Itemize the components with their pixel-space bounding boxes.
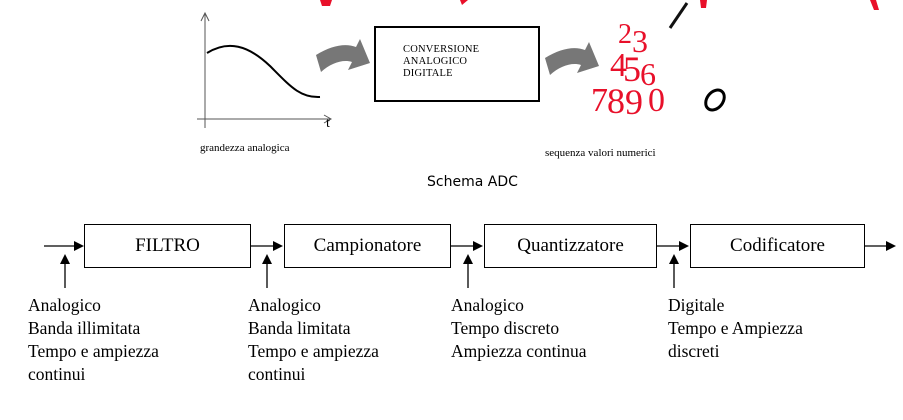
stage-quantizzatore: Quantizzatore: [484, 224, 657, 268]
desc-line: Analogico: [248, 295, 321, 315]
digits-art: 2 3 4 5 6 7 8 9 0: [591, 19, 665, 122]
flow-arrow-1: [316, 39, 370, 72]
stage-campionatore: Campionatore: [284, 224, 451, 268]
desc-line: Tempo discreto: [451, 318, 560, 338]
flow-arrow-2: [545, 42, 599, 75]
desc-line: continui: [28, 364, 86, 384]
converter-line-3: DIGITALE: [403, 68, 453, 79]
svg-text:6: 6: [640, 56, 656, 92]
desc-line: continui: [248, 364, 306, 384]
signal-pointers: [60, 254, 679, 288]
stage-campionatore-label: Campionatore: [313, 235, 422, 256]
analog-graph: [197, 11, 333, 128]
svg-text:3: 3: [632, 23, 648, 59]
desc-line: Banda limitata: [248, 318, 351, 338]
graph-axis-t: t: [326, 116, 330, 131]
desc-line: Analogico: [28, 295, 101, 315]
stage-filtro-label: FILTRO: [135, 235, 200, 256]
svg-text:9: 9: [625, 82, 643, 122]
stage-quantizzatore-label: Quantizzatore: [517, 235, 624, 256]
desc-line: Tempo e ampiezza: [28, 341, 159, 361]
pipeline-arrows: [44, 241, 896, 251]
converter-line-2: ANALOGICO: [403, 56, 468, 67]
stage-codificatore: Codificatore: [690, 224, 865, 268]
desc-line: Digitale: [668, 295, 725, 315]
stage-quantizzatore-desc: Analogico Tempo discreto Ampiezza contin…: [451, 294, 587, 363]
converter-line-1: CONVERSIONE: [403, 44, 480, 55]
svg-text:5: 5: [623, 49, 641, 89]
stage-filtro: FILTRO: [84, 224, 251, 268]
desc-line: Tempo e ampiezza: [248, 341, 379, 361]
svg-text:0: 0: [648, 82, 665, 119]
schema-title: Schema ADC: [427, 174, 518, 190]
stage-codificatore-label: Codificatore: [730, 235, 825, 256]
desc-line: Banda illimitata: [28, 318, 141, 338]
svg-text:7: 7: [591, 82, 608, 119]
svg-text:8: 8: [607, 81, 625, 121]
desc-line: discreti: [668, 341, 720, 361]
title-fragments: [320, 0, 879, 10]
stage-campionatore-desc: Analogico Banda limitata Tempo e ampiezz…: [248, 294, 379, 386]
svg-text:4: 4: [610, 47, 627, 84]
desc-line: Ampiezza continua: [451, 341, 587, 361]
graph-caption: grandezza analogica: [200, 142, 290, 154]
svg-text:2: 2: [618, 19, 632, 50]
sequence-caption: sequenza valori numerici: [545, 147, 656, 159]
stage-filtro-desc: Analogico Banda illimitata Tempo e ampie…: [28, 294, 159, 386]
pen-stroke: [668, 2, 689, 29]
stage-codificatore-desc: Digitale Tempo e Ampiezza discreti: [668, 294, 803, 363]
converter-box: CONVERSIONE ANALOGICO DIGITALE: [374, 26, 540, 102]
desc-line: Analogico: [451, 295, 524, 315]
zero-glyph: [704, 88, 726, 112]
desc-line: Tempo e Ampiezza: [668, 318, 803, 338]
